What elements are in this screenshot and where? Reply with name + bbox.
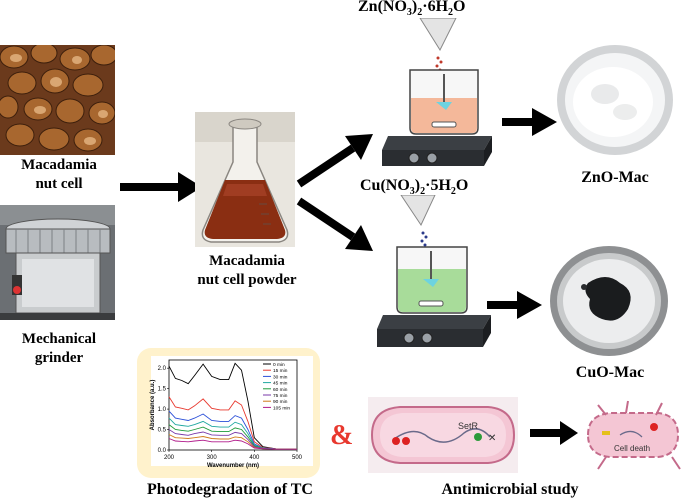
zno-solution [411,98,477,133]
x-tick-label: 300 [207,455,218,461]
legend-entry: 90 min [273,399,288,405]
zinc-precursor-formula: Zn(NO3)2·6H2O [358,0,466,19]
cuo-product-photo [548,243,670,358]
legend-entry: 15 min [273,368,288,374]
y-axis-label: Absorbance (a.u.) [150,380,156,431]
arrow-to-flask [120,172,202,202]
y-tick-label: 1.0 [158,407,167,413]
zno-synthesis-setup [380,17,500,168]
cell-death-label: Cell death [614,444,650,453]
ampersand: & [330,420,354,451]
series-line [168,429,297,450]
arrow-to-cuo-synthesis [295,195,375,255]
antimicrobial-label: Antimicrobial study [441,481,579,498]
grinder-label: Mechanical grinder [21,331,97,366]
raw-material-label: Macadamia nut cell [21,157,97,192]
legend-entry: 60 min [273,387,288,393]
svg-text:✕: ✕ [488,433,496,444]
chart-frame [168,359,298,451]
flask-photo [195,112,295,247]
arrow-to-zno-product [502,108,557,136]
legend-entry: 30 min [273,374,288,380]
series-line [168,410,298,450]
copper-precursor-formula: Cu(NO3)2·5H2O [360,177,469,198]
x-tick-label: 400 [249,455,260,461]
arrow-to-cuo-product [487,291,542,319]
legend-entry: 75 min [273,393,288,399]
arrow-to-zno-synthesis [295,130,375,190]
series-line [168,438,297,450]
x-tick-label: 200 [164,455,175,461]
y-tick-label: 2.0 [158,366,167,372]
y-tick-label: 1.5 [158,387,167,393]
cuo-product-label: CuO-Mac [575,364,645,381]
setr-label: SetR [458,421,479,431]
y-tick-label: 0.5 [158,428,167,434]
zno-product-photo [555,42,675,157]
cuo-synthesis-setup [375,194,500,350]
series-line [168,362,298,450]
zno-product-label: ZnO-Mac [581,169,649,186]
x-tick-label: 500 [292,455,303,461]
x-axis-label: Wavenumber (nm) [207,463,259,469]
series-line [168,396,298,450]
legend-entry: 0 min [273,362,285,368]
series-line [168,417,297,450]
cuo-solution [398,269,466,312]
grinder-photo [0,205,115,320]
antimicrobial-illustration: SetR ✕ Cell death [366,395,682,477]
macadamia-shell-photo [0,42,118,155]
photodegradation-label: Photodegradation of TC [147,481,313,498]
y-tick-label: 0.0 [158,448,167,454]
legend-entry: 105 min [273,405,290,411]
legend-entry: 45 min [273,381,288,387]
powder-label: Macadamia nut cell powder [197,253,297,288]
